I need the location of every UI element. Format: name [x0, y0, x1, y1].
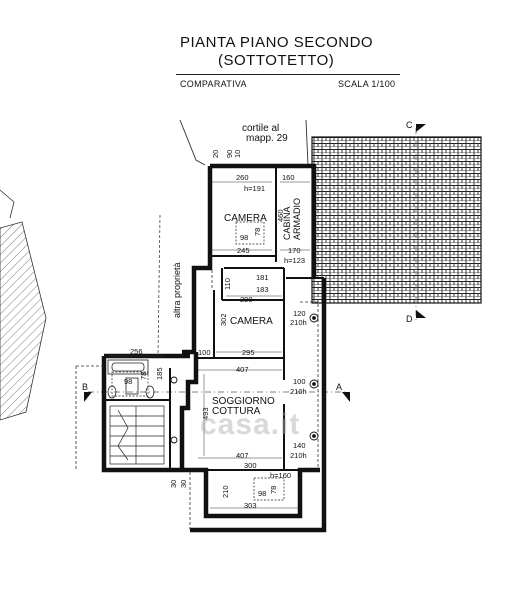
- dim-460: 460: [276, 209, 285, 222]
- section-d-marker: [416, 310, 426, 318]
- courtyard-label-line1: cortile al: [242, 123, 279, 134]
- site-boundary: [179, 119, 206, 166]
- dimension-labels: 260 160 h=191 460 98 78 245 170 h=123 18…: [124, 150, 307, 510]
- dim-98-a: 98: [240, 233, 248, 242]
- dim-78-b: 78: [139, 372, 148, 380]
- section-b-marker: [84, 392, 92, 402]
- room-cabina-line1: CABINA: [282, 206, 292, 240]
- courtyard-label-line2: mapp. 29: [246, 133, 288, 144]
- dim-245: 245: [237, 246, 250, 255]
- dim-160: 160: [282, 173, 295, 182]
- dim-210h-3: 210h: [290, 451, 307, 460]
- room-cabina-line2: ARMADIO: [292, 198, 302, 240]
- dim-78-a: 78: [253, 228, 262, 236]
- dim-303: 303: [244, 501, 257, 510]
- plan-note: COMPARATIVA: [180, 79, 247, 89]
- dim-100-b: 100: [293, 377, 306, 386]
- dim-98-c: 98: [258, 489, 266, 498]
- dimension-lines: [108, 181, 310, 509]
- roof-tiles: [311, 136, 482, 304]
- door-markers: [170, 313, 319, 444]
- dim-170: 170: [288, 246, 301, 255]
- dim-30-b: 30: [179, 480, 188, 488]
- watermark: casa.it: [200, 408, 301, 441]
- plan-title: PIANTA PIANO SECONDO: [180, 34, 374, 51]
- other-property-line: [157, 214, 161, 356]
- inner-walls: [104, 166, 324, 471]
- dim-20: 20: [211, 150, 220, 158]
- dim-110: 110: [223, 278, 232, 290]
- neighbour-boundary: [0, 189, 15, 219]
- dim-302: 302: [219, 313, 228, 326]
- dim-300: 300: [244, 461, 257, 470]
- dim-10: 10: [233, 150, 242, 158]
- dim-181: 181: [256, 273, 269, 282]
- section-a-label: A: [336, 382, 342, 392]
- dim-90: 90: [225, 150, 234, 158]
- dim-185: 185: [155, 367, 164, 380]
- dim-260: 260: [236, 173, 249, 182]
- section-c-top-label: C: [406, 120, 413, 130]
- dim-h191: h=191: [244, 184, 265, 193]
- dim-407-a: 407: [236, 365, 249, 374]
- dim-78-c: 78: [269, 486, 278, 494]
- section-b-label: B: [82, 382, 88, 392]
- room-soggiorno-line1: SOGGIORNO: [212, 396, 275, 407]
- section-a-marker: [342, 392, 350, 402]
- dim-256: 256: [130, 347, 143, 356]
- dim-210h-1: 210h: [290, 318, 307, 327]
- dim-h123: h=123: [284, 256, 305, 265]
- other-property-label: altra proprietà: [172, 262, 182, 318]
- plan-scale: SCALA 1/100: [338, 79, 396, 89]
- bathroom-fixtures: [107, 359, 155, 399]
- dim-30-a: 30: [169, 480, 178, 488]
- dim-140: 140: [293, 441, 306, 450]
- title-underline: [176, 74, 400, 75]
- dim-295: 295: [242, 348, 255, 357]
- dim-100-a: 100: [198, 348, 211, 357]
- section-d-label: D: [406, 314, 413, 324]
- dim-493: 493: [201, 407, 210, 420]
- skylights: [111, 221, 285, 501]
- dashed-outlines: [75, 270, 319, 530]
- room-camera-2: CAMERA: [230, 316, 273, 327]
- dim-210: 210: [221, 485, 230, 498]
- room-camera-1: CAMERA: [224, 213, 267, 224]
- dim-h160: h=160: [270, 471, 291, 480]
- plan-subtitle: (SOTTOTETTO): [218, 52, 335, 69]
- dim-407-b: 407: [236, 451, 249, 460]
- dim-290: 290: [240, 295, 253, 304]
- dim-210h-2: 210h: [290, 387, 307, 396]
- room-soggiorno-line2: COTTURA: [212, 406, 261, 417]
- section-c-marker: [416, 124, 426, 132]
- neighbour-hatched-area: [0, 221, 47, 421]
- dim-98-b: 98: [124, 377, 132, 386]
- dim-183: 183: [256, 285, 269, 294]
- staircase: [109, 405, 165, 465]
- dim-120: 120: [293, 309, 306, 318]
- boundary-line-right: [305, 119, 309, 166]
